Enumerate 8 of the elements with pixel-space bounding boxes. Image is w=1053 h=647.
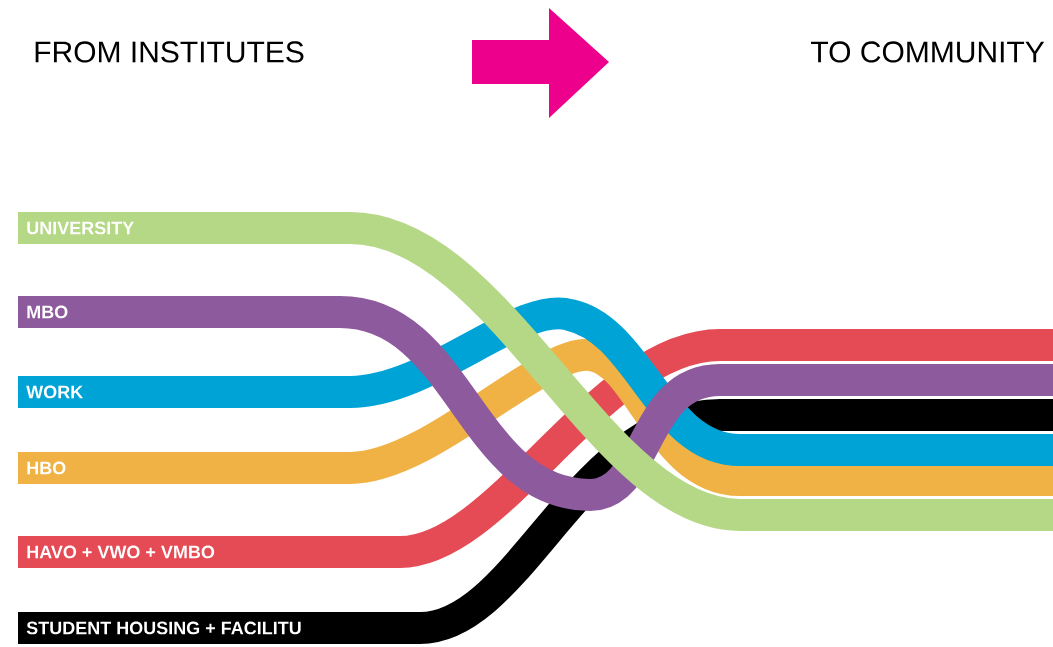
heading: FROM INSTITUTES [35,41,304,63]
band-label: HAVO + VWO + VMBO [27,545,215,559]
band-label: HBO [27,461,66,475]
band-label: UNIVERSITY [27,221,134,235]
heading: TO COMMUNITY [811,41,1045,63]
band-label: MBO [27,305,68,319]
band-label: WORK [26,385,84,399]
band-label: STUDENT HOUSING + FACILITU [26,621,301,635]
